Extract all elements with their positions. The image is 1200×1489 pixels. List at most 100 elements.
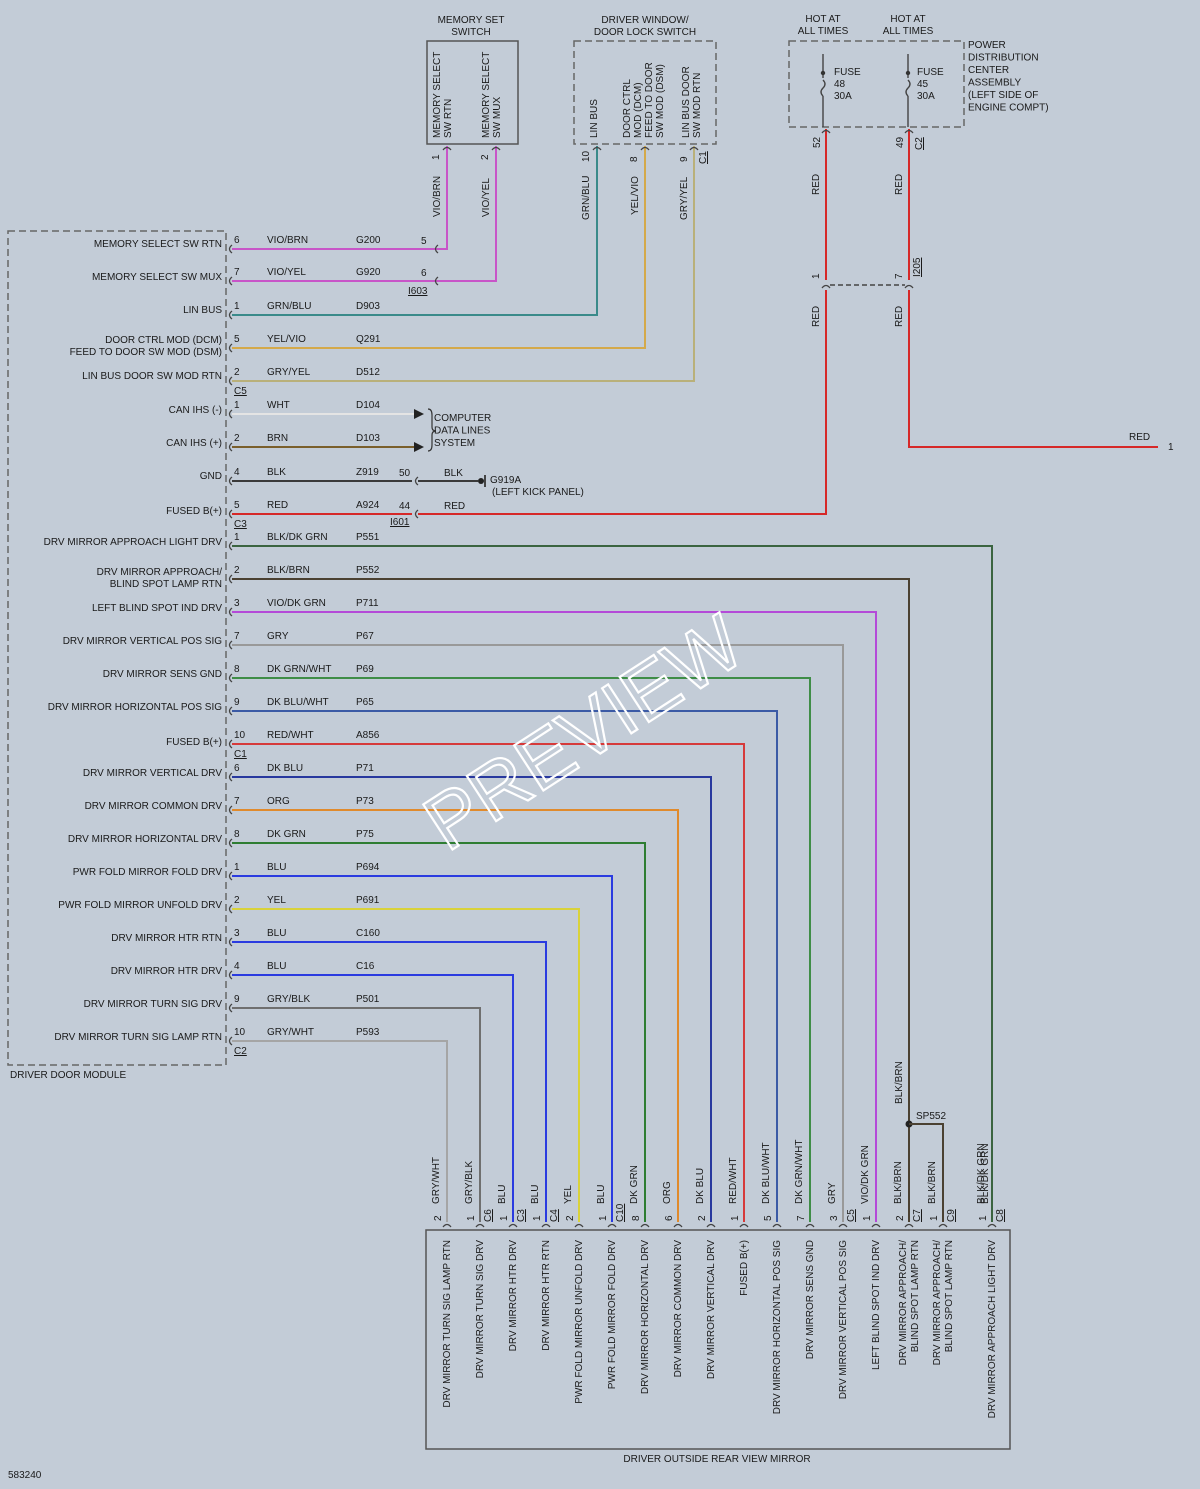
ddm-pin-number: 8 bbox=[234, 664, 240, 675]
mirror-wire-color: RED/WHT bbox=[728, 1157, 739, 1204]
switch-pin-cup bbox=[689, 146, 699, 151]
ddm-pin-number: 1 bbox=[234, 532, 240, 543]
ddm-pin-number: 7 bbox=[234, 796, 240, 807]
ddm-pin-number: 8 bbox=[234, 829, 240, 840]
splice-label: SP552 bbox=[916, 1111, 946, 1122]
ddm-pin-label: DRV MIRROR APPROACH/ bbox=[97, 567, 223, 578]
mirror-connector-label: C8 bbox=[995, 1209, 1006, 1222]
ddm-pin-label: DRV MIRROR HORIZONTAL POS SIG bbox=[48, 702, 222, 713]
circuit-id-label: D903 bbox=[356, 301, 380, 312]
driver-window-switch-box bbox=[573, 40, 717, 145]
window-switch-pin-number: 8 bbox=[629, 156, 640, 162]
ddm-connector-label: C2 bbox=[234, 1046, 247, 1057]
ddm-pin-number: 1 bbox=[234, 301, 240, 312]
mirror-pin-cup bbox=[838, 1223, 848, 1228]
ddm-to-mirror-wire bbox=[232, 545, 993, 1222]
mirror-wire-color: BLK/DK GRN bbox=[980, 1143, 991, 1204]
mirror-wire-color: GRY/WHT bbox=[431, 1157, 442, 1204]
circuit-id-label: P67 bbox=[356, 631, 374, 642]
wire-color-label: VIO/YEL bbox=[481, 178, 492, 217]
ddm-pin-cup bbox=[228, 409, 233, 419]
wire-color-label: GRY/YEL bbox=[267, 367, 311, 378]
pdc-label: CENTER bbox=[968, 65, 1009, 76]
pdc-label: (LEFT SIDE OF bbox=[968, 90, 1038, 101]
ddm-pin-cup bbox=[228, 805, 233, 815]
circuit-id-label: P551 bbox=[356, 532, 380, 543]
mirror-pin-cup bbox=[772, 1223, 782, 1228]
splice-wire-color: BLK/BRN bbox=[894, 1061, 905, 1104]
ddm-pin-cup bbox=[228, 574, 233, 584]
mirror-pin-number: 1 bbox=[598, 1215, 609, 1221]
memory-mux-wire bbox=[232, 146, 497, 282]
ddm-pin-number: 6 bbox=[234, 235, 240, 246]
ddm-pin-cup bbox=[228, 1036, 233, 1046]
ddm-pin-cup bbox=[228, 838, 233, 848]
ddm-to-mirror-wire bbox=[232, 1007, 481, 1222]
mirror-pin-cup bbox=[442, 1223, 452, 1228]
ddm-pin-label: DRV MIRROR SENS GND bbox=[103, 669, 222, 680]
ddm-pin-label: BLIND SPOT LAMP RTN bbox=[110, 579, 222, 590]
ddm-pin-cup bbox=[228, 376, 233, 386]
ddm-pin-number: 5 bbox=[234, 500, 240, 511]
ddm-connector-label: C3 bbox=[234, 519, 247, 530]
circuit-id-label: D103 bbox=[356, 433, 380, 444]
splice-wire bbox=[909, 1123, 944, 1222]
ddm-connector-label: C1 bbox=[234, 749, 247, 760]
wire-color-label: BLK bbox=[267, 467, 286, 478]
fuse-45-out-wire bbox=[908, 290, 1158, 448]
ddm-pin-cup bbox=[228, 1003, 233, 1013]
ddm-to-mirror-wire bbox=[232, 710, 778, 1222]
mirror-pin-label: DRV MIRROR HORIZONTAL POS SIG bbox=[772, 1240, 783, 1414]
mirror-pin-cup bbox=[739, 1223, 749, 1228]
ground-icon bbox=[478, 478, 484, 484]
mirror-pin-cup bbox=[706, 1223, 716, 1228]
ddm-pin-label: DRV MIRROR HORIZONTAL DRV bbox=[68, 834, 222, 845]
mirror-pin-label: DRV MIRROR APPROACH LIGHT DRV bbox=[987, 1240, 998, 1419]
wire-color-label: DK BLU/WHT bbox=[267, 697, 329, 708]
ddm-pin-label: DRV MIRROR APPROACH LIGHT DRV bbox=[44, 537, 223, 548]
mirror-connector-label: C10 bbox=[615, 1203, 626, 1222]
mirror-wire-color: ORG bbox=[662, 1181, 673, 1204]
mirror-pin-label: DRV MIRROR HTR DRV bbox=[508, 1240, 519, 1352]
wire-color-label: VIO/BRN bbox=[432, 176, 443, 217]
mirror-pin-number: 1 bbox=[862, 1215, 873, 1221]
wire-layer bbox=[228, 54, 1158, 1228]
mirror-pin-label: DRV MIRROR HTR RTN bbox=[541, 1240, 552, 1351]
circuit-id-label: P593 bbox=[356, 1027, 380, 1038]
mirror-connector-label: C3 bbox=[516, 1209, 527, 1222]
mirror-connector-label: C9 bbox=[946, 1209, 957, 1222]
mirror-pin-label: DRV MIRROR TURN SIG DRV bbox=[475, 1240, 486, 1379]
mirror-wire-color: YEL bbox=[563, 1185, 574, 1204]
ddm-pin-cup bbox=[228, 871, 233, 881]
ddm-pin-cup bbox=[228, 343, 233, 353]
ddm-pin-cup bbox=[228, 509, 233, 519]
lin-rtn-wire bbox=[232, 146, 695, 382]
mirror-pin-cup bbox=[673, 1223, 683, 1228]
mirror-pin-number: 2 bbox=[697, 1215, 708, 1221]
mirror-wire-color: BLU bbox=[497, 1185, 508, 1204]
wire-color-label: YEL/VIO bbox=[630, 176, 641, 215]
memory-switch-pin-number: 2 bbox=[480, 154, 491, 160]
ddm-pin-label: DRV MIRROR TURN SIG DRV bbox=[84, 999, 223, 1010]
ddm-pin-number: 2 bbox=[234, 565, 240, 576]
mirror-pin-cup bbox=[508, 1223, 518, 1228]
ddm-connector-label: C5 bbox=[234, 386, 247, 397]
memory-switch-title: SWITCH bbox=[451, 27, 490, 38]
circuit-id-label: D104 bbox=[356, 400, 380, 411]
circuit-id-label: P65 bbox=[356, 697, 374, 708]
mirror-pin-number: 1 bbox=[730, 1215, 741, 1221]
inline-connector-label: I603 bbox=[408, 286, 428, 297]
ddm-to-mirror-wire bbox=[232, 743, 745, 1222]
wire-color-label: WHT bbox=[267, 400, 290, 411]
ddm-pin-label: DRV MIRROR COMMON DRV bbox=[85, 801, 223, 812]
fuse-icon bbox=[905, 79, 911, 97]
mirror-wire-color: BLU bbox=[596, 1185, 607, 1204]
pdc-label: ENGINE COMPT) bbox=[968, 103, 1049, 114]
ddm-pin-cup bbox=[228, 541, 233, 551]
mirror-title: DRIVER OUTSIDE REAR VIEW MIRROR bbox=[623, 1454, 810, 1465]
mirror-connector-label: C5 bbox=[846, 1209, 857, 1222]
hot-at-all-times-label: HOT AT bbox=[805, 14, 840, 25]
fuse-icon bbox=[820, 79, 826, 97]
wire-color-label: ORG bbox=[267, 796, 290, 807]
mirror-pin-label: LEFT BLIND SPOT IND DRV bbox=[871, 1240, 882, 1370]
